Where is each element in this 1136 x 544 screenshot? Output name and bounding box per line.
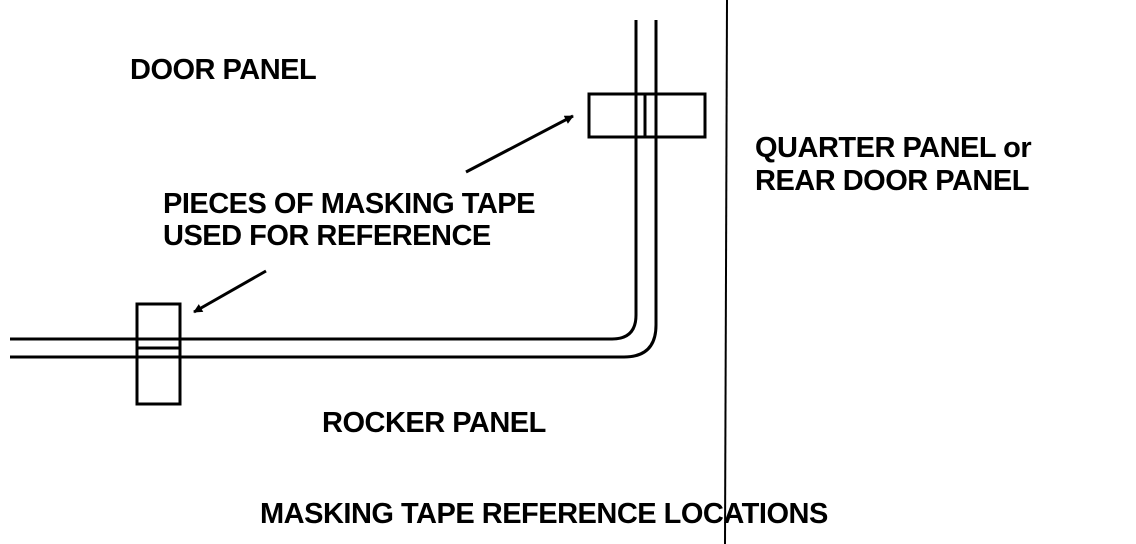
quarter-panel-label-line1: QUARTER PANEL or bbox=[755, 132, 1031, 164]
masking-tape-bottom bbox=[135, 302, 182, 406]
tape-note-line1: PIECES OF MASKING TAPE bbox=[163, 188, 535, 220]
door-edge-inner-line bbox=[10, 20, 638, 341]
diagram-caption: MASKING TAPE REFERENCE LOCATIONS bbox=[260, 498, 828, 530]
rocker-panel-label: ROCKER PANEL bbox=[322, 407, 546, 439]
masking-tape-top bbox=[587, 92, 707, 139]
tape-note-line2: USED FOR REFERENCE bbox=[163, 220, 491, 252]
arrow-to-top-tape bbox=[465, 114, 574, 174]
panel-divider-line bbox=[724, 0, 728, 544]
quarter-panel-label-line2: REAR DOOR PANEL bbox=[755, 165, 1029, 197]
door-panel-label: DOOR PANEL bbox=[130, 54, 316, 86]
door-edge-outer-line bbox=[10, 20, 658, 359]
arrow-to-bottom-tape bbox=[193, 269, 267, 314]
